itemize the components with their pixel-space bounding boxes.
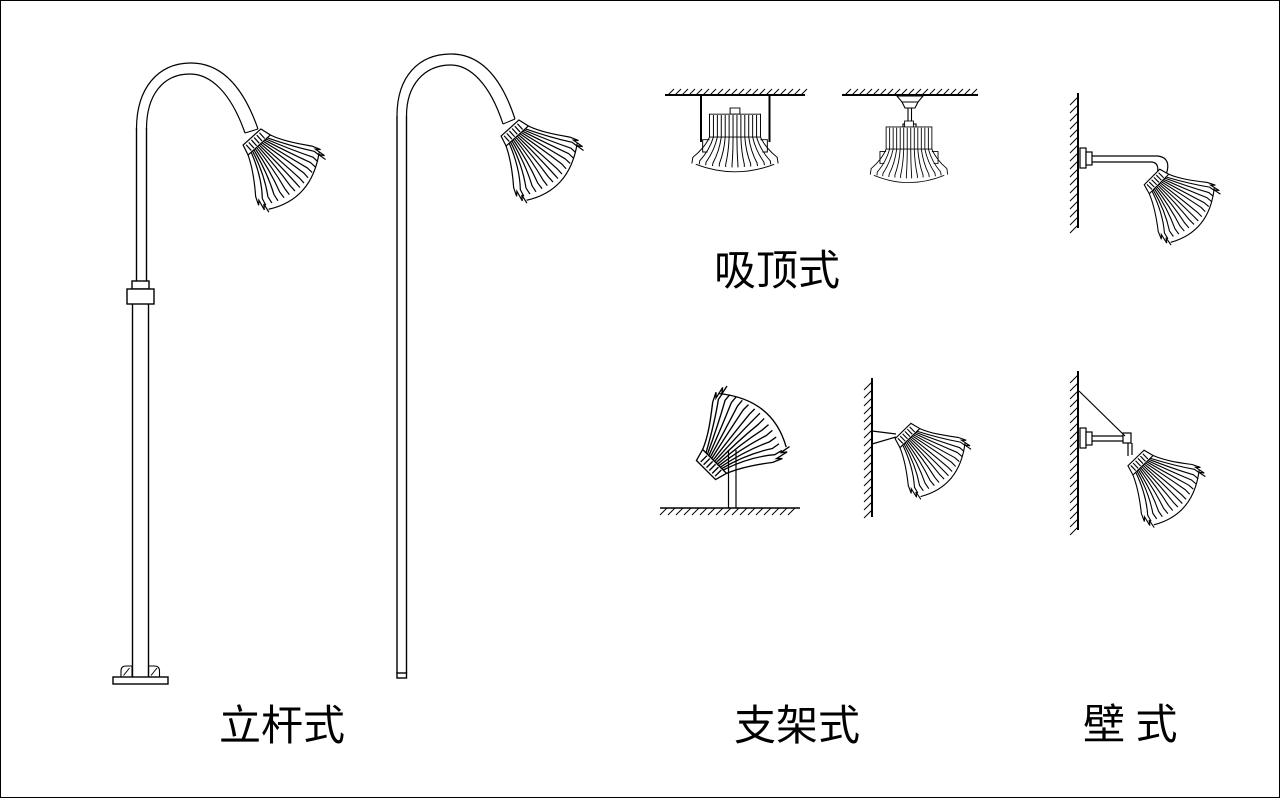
ceiling-lamp-bracket [665, 88, 808, 173]
label-ceiling-mounted: 吸顶式 [714, 249, 841, 295]
lamp-head-icon [1107, 429, 1214, 535]
ground-bracket-lamp [659, 376, 800, 516]
lamp-head-icon [691, 107, 779, 173]
label-wall-mounted: 壁 式 [1083, 703, 1178, 749]
pole-lamp-1 [112, 62, 334, 685]
lamp-head-icon [875, 403, 979, 507]
pole-lamp-2 [396, 53, 592, 679]
lamp-head-icon [478, 98, 592, 212]
label-bracket-mounted: 支架式 [734, 704, 861, 750]
wall-lamp-top [1069, 93, 1229, 252]
wall-lamp-braced [1069, 371, 1214, 536]
lamp-head-icon [869, 120, 949, 184]
lamp-head-icon [220, 107, 334, 221]
lamp-head-icon [671, 376, 799, 504]
lamp-head-icon [1124, 148, 1229, 252]
ceiling-lamp-stem [842, 88, 978, 184]
wall-bracket-lamp [863, 378, 979, 519]
label-pole-mounted: 立杆式 [219, 704, 346, 750]
